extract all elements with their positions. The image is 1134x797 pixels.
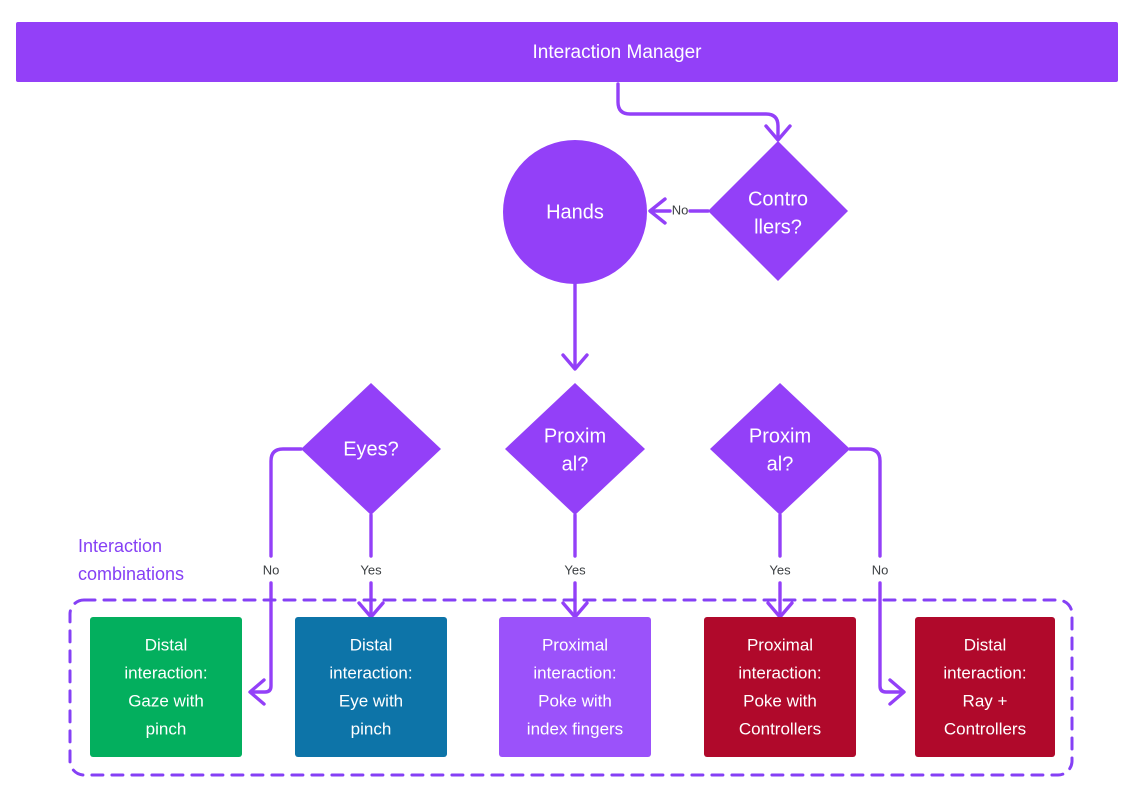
outcome-line-1: Distal (964, 635, 1007, 654)
group-label-line1: Interaction (78, 536, 162, 556)
outcome-rect (295, 617, 447, 757)
outcome-poke-with-controllers[interactable]: Proximal interaction: Poke with Controll… (704, 617, 856, 757)
interaction-combinations-container (68, 598, 1074, 777)
proximal-controllers-label-line2: al? (767, 453, 794, 475)
outcome-line-1: Distal (145, 635, 188, 654)
edge-eyes-no-down (269, 447, 303, 558)
outcome-eye-with-pinch[interactable]: Distal interaction: Eye with pinch (295, 617, 447, 757)
controllers-label-line2: llers? (754, 216, 802, 238)
edge-controllers-no-to-hands: No (648, 197, 710, 225)
outcome-line-4: pinch (351, 719, 392, 738)
outcome-line-4: index fingers (527, 719, 623, 738)
outcome-line-4: Controllers (944, 719, 1026, 738)
edge-banner-to-controllers (616, 82, 792, 142)
outcome-line-2: interaction: (329, 663, 412, 682)
edge-label-proximal-controllers-no: No (872, 562, 889, 577)
interaction-manager-banner[interactable]: Interaction Manager (16, 22, 1118, 82)
eyes-diamond (301, 383, 441, 515)
outcome-rect (90, 617, 242, 757)
edge-path-lower (878, 581, 903, 694)
outcome-line-3: Eye with (339, 691, 403, 710)
edge-label-controllers-no: No (672, 202, 689, 217)
outcome-line-2: interaction: (943, 663, 1026, 682)
arrowhead (888, 678, 906, 706)
node-hands[interactable]: Hands (503, 140, 647, 284)
arrowhead (561, 353, 589, 371)
edge-proximal-hands-yes: Yes (561, 513, 589, 619)
outcome-line-3: Poke with (743, 691, 817, 710)
outcome-line-1: Distal (350, 635, 393, 654)
outcome-rect (704, 617, 856, 757)
edge-proximal-controllers-yes: Yes (766, 513, 794, 619)
outcome-line-3: Ray + (963, 691, 1008, 710)
hands-label: Hands (546, 201, 604, 223)
arrowhead (248, 678, 266, 706)
outcome-line-2: interaction: (738, 663, 821, 682)
controllers-diamond (708, 141, 848, 281)
outcome-rect (499, 617, 651, 757)
outcome-line-1: Proximal (747, 635, 813, 654)
arrowhead (764, 124, 792, 142)
outcome-poke-with-index-fingers[interactable]: Proximal interaction: Poke with index fi… (499, 617, 651, 757)
proximal-hands-label-line1: Proxim (544, 425, 606, 447)
edge-label-proximal-hands-yes: Yes (564, 562, 586, 577)
outcome-line-4: Controllers (739, 719, 821, 738)
node-proximal-controllers[interactable]: Proxim al? (710, 383, 850, 515)
proximal-hands-label-line2: al? (562, 453, 589, 475)
outcome-line-2: interaction: (124, 663, 207, 682)
arrowhead (648, 197, 667, 225)
outcome-line-3: Poke with (538, 691, 612, 710)
outcome-rect (915, 617, 1055, 757)
proximal-hands-diamond (505, 383, 645, 515)
outcome-line-3: Gaze with (128, 691, 204, 710)
outcome-line-2: interaction: (533, 663, 616, 682)
edge-label-eyes-no: No (263, 562, 280, 577)
edge-label-eyes-yes: Yes (360, 562, 382, 577)
edge-path-upper (848, 447, 882, 558)
group-label-line2: combinations (78, 564, 184, 584)
eyes-label-line1: Eyes? (343, 438, 399, 460)
hands-circle (503, 140, 647, 284)
outcome-ray-plus-controllers[interactable]: Distal interaction: Ray + Controllers (915, 617, 1055, 757)
outcome-line-4: pinch (146, 719, 187, 738)
edge-path (616, 82, 780, 139)
node-controllers[interactable]: Contro llers? (708, 141, 848, 281)
edge-eyes-no-into-gaze (251, 581, 273, 694)
node-eyes[interactable]: Eyes? (301, 383, 441, 515)
edge-eyes-yes: Yes (357, 513, 385, 619)
outcome-gaze-with-pinch[interactable]: Distal interaction: Gaze with pinch (90, 617, 242, 757)
edge-label-proximal-controllers-yes: Yes (769, 562, 791, 577)
proximal-controllers-label-line1: Proxim (749, 425, 811, 447)
edge-hands-to-proximal-hands (561, 282, 589, 371)
node-proximal-hands[interactable]: Proxim al? (505, 383, 645, 515)
proximal-controllers-diamond (710, 383, 850, 515)
controllers-label-line1: Contro (748, 188, 808, 210)
outcome-line-1: Proximal (542, 635, 608, 654)
edge-proximal-controllers-no: No (848, 447, 906, 706)
banner-label: Interaction Manager (533, 42, 703, 63)
banner-rect (16, 22, 1118, 82)
